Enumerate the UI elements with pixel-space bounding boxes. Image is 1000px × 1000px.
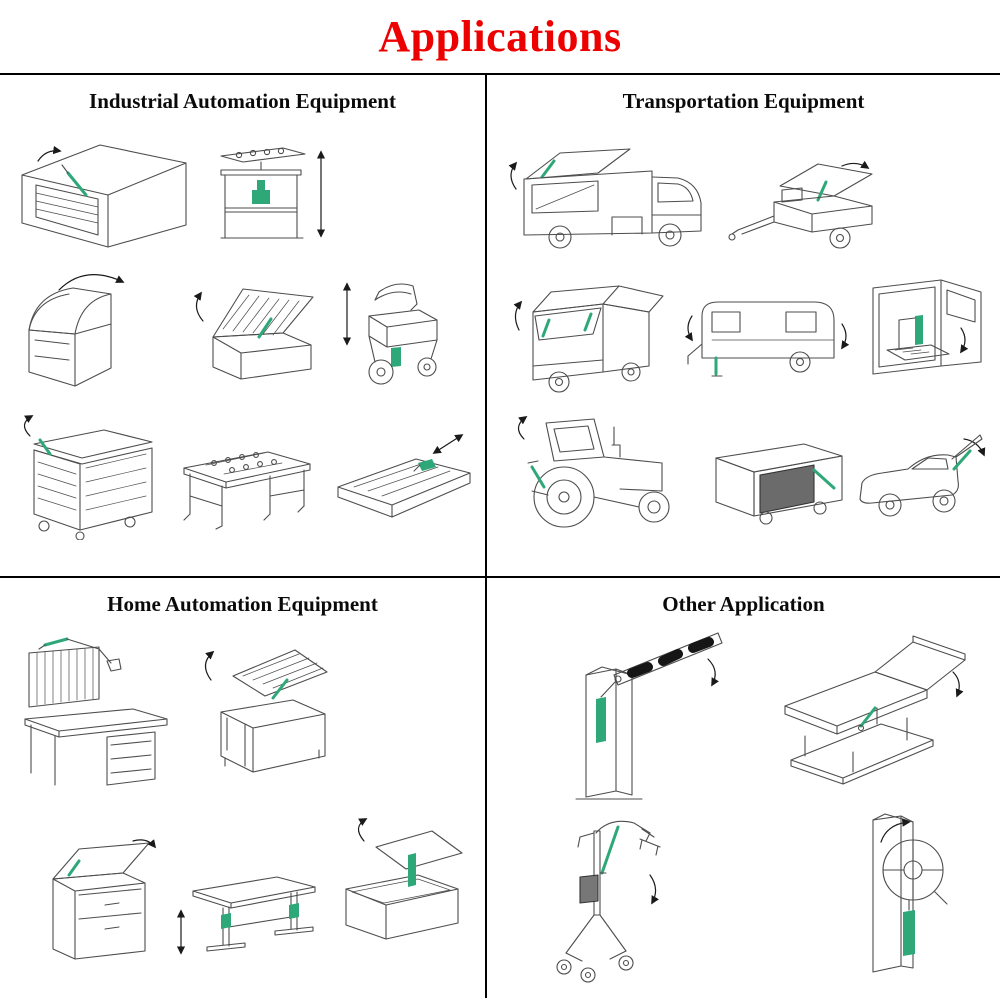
worktable-illustration: [170, 430, 320, 530]
section-industrial-automation: Industrial Automation Equipment: [0, 75, 487, 578]
storage-container-illustration: [10, 410, 160, 540]
storage-box-illustration: [320, 813, 470, 953]
tractor-illustration: [502, 405, 692, 535]
tilt-bed-illustration: [757, 628, 977, 798]
applications-grid: Industrial Automation Equipment: [0, 75, 1000, 998]
section-title-transportation: Transportation Equipment: [622, 89, 865, 113]
van-lift-illustration: [857, 270, 992, 395]
food-truck-illustration: [502, 145, 712, 260]
section-title-industrial: Industrial Automation Equipment: [89, 89, 396, 113]
hand-trolley-illustration: [335, 270, 450, 390]
step-van-illustration: [507, 270, 672, 395]
storage-bed-illustration: [185, 275, 320, 385]
section-home-automation: Home Automation Equipment: [0, 578, 487, 998]
adjustable-desk-illustration: [165, 853, 325, 963]
section-transportation: Transportation Equipment: [487, 75, 1000, 578]
storage-seat-illustration: [175, 638, 345, 793]
patient-lift-illustration: [522, 803, 682, 988]
lift-table-illustration: [205, 140, 335, 245]
section-other-application: Other Application: [487, 578, 1000, 998]
garage-door-illustration: [8, 135, 198, 250]
poster-title: Applications: [378, 12, 622, 61]
flap-cabinet-illustration: [35, 833, 165, 968]
wall-reel-illustration: [817, 808, 967, 983]
tipping-trailer-illustration: [722, 160, 882, 255]
boom-barrier-illustration: [532, 623, 732, 803]
display-case-illustration: [15, 260, 145, 395]
section-title-home: Home Automation Equipment: [107, 592, 378, 616]
tilting-platform-illustration: [330, 425, 480, 530]
truck-side-cover-illustration: [702, 430, 852, 525]
caravan-illustration: [682, 280, 852, 385]
car-hatch-illustration: [852, 425, 997, 525]
workbench-lamp-illustration: [15, 633, 185, 793]
section-title-other: Other Application: [662, 592, 825, 616]
poster-header: Applications: [0, 0, 1000, 75]
